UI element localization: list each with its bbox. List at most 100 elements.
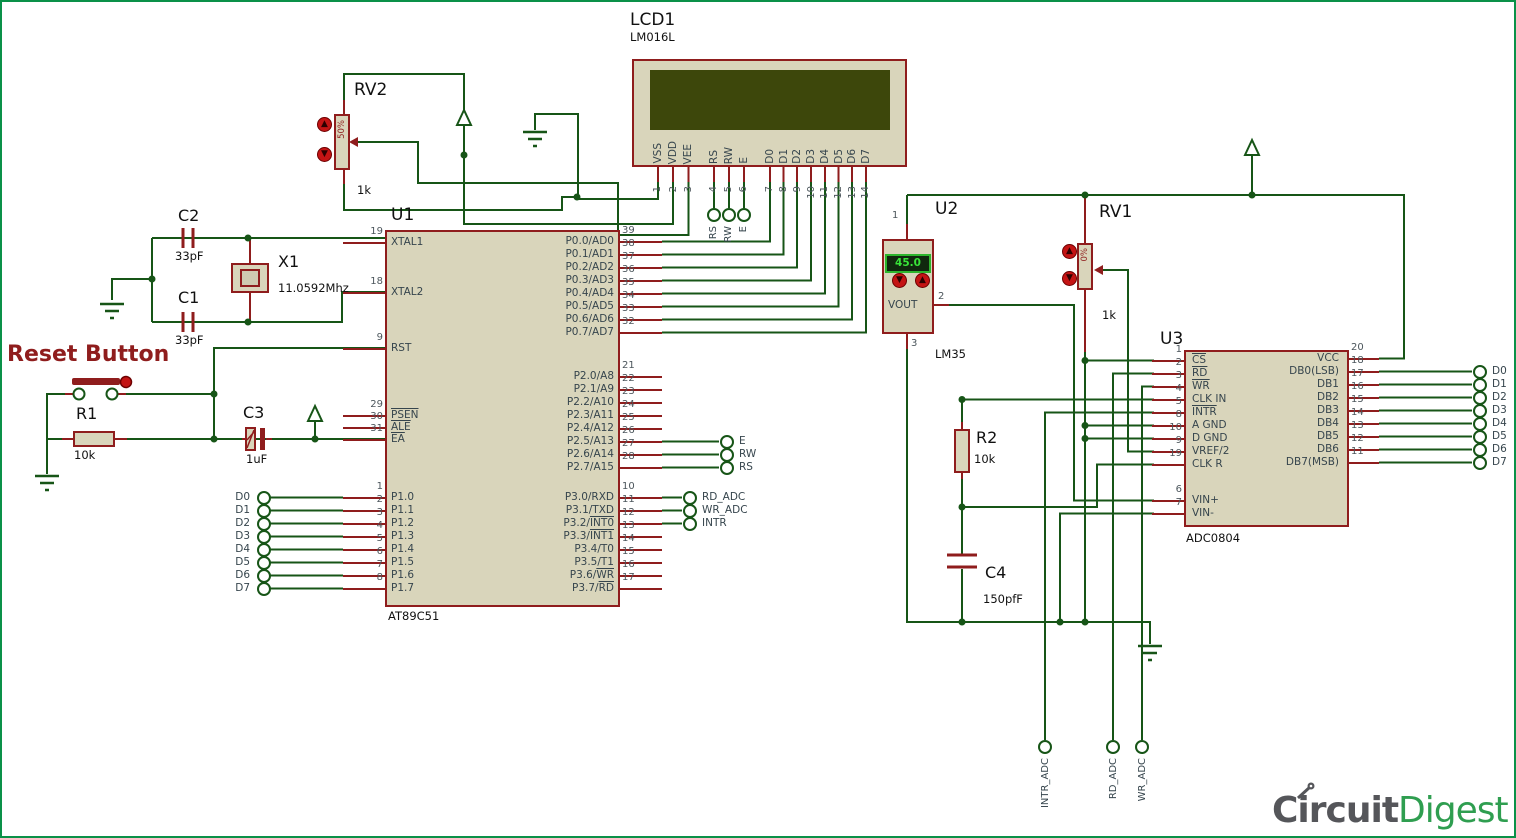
pin-row: 8 A GND bbox=[1152, 409, 1382, 432]
terminal[interactable]: D4 bbox=[220, 542, 272, 557]
lm35-increase-button[interactable]: ▲ bbox=[915, 273, 930, 288]
terminal[interactable]: D2 bbox=[1472, 390, 1514, 405]
terminal[interactable]: D7 bbox=[220, 581, 272, 596]
lcd-ctrl-terminals: RS RW E bbox=[706, 208, 751, 278]
pin-row: 18 DB0(LSB) bbox=[1154, 355, 1379, 378]
terminal[interactable]: D3 bbox=[220, 529, 272, 544]
lcd-pin: RW 5 bbox=[722, 146, 735, 193]
pin-row: 31 EA bbox=[343, 423, 620, 445]
lcd-ctrl-pins: RS 4 RW 5 E 6 bbox=[707, 120, 751, 220]
lcd-pin: RS 4 bbox=[707, 150, 720, 193]
lcd-pin: VSS 1 bbox=[651, 143, 664, 193]
lcd-ref: LCD1 bbox=[630, 10, 676, 30]
rv2-value: 1k bbox=[357, 183, 371, 197]
u1-p1-pins: 1 P1.0 2 P1.1 3 P1.2 4 P1.3 5 P1.4 6 P1.… bbox=[343, 481, 620, 595]
terminal[interactable]: RS bbox=[719, 460, 789, 475]
reset-button-label: Reset Button bbox=[7, 342, 170, 367]
terminal[interactable]: D2 bbox=[220, 516, 272, 531]
lcd-pin: D6 13 bbox=[846, 149, 859, 199]
pin-row: 35 P0.4/AD4 bbox=[385, 277, 662, 300]
rv2-wiper-arrow bbox=[349, 137, 358, 147]
pin-row: 37 P0.2/AD2 bbox=[385, 251, 662, 274]
terminal[interactable]: RW bbox=[721, 208, 736, 278]
u2-pin2-number: 2 bbox=[938, 291, 945, 302]
pin-row: 5 P1.4 bbox=[343, 533, 620, 556]
resistor-r1-symbol[interactable] bbox=[73, 431, 115, 447]
rv1-decrease-button[interactable]: ▼ bbox=[1062, 271, 1077, 286]
c2-value: 33pF bbox=[175, 249, 204, 263]
pin-row: 10 P3.0/RXD bbox=[385, 481, 662, 504]
terminal[interactable]: E bbox=[736, 208, 751, 278]
lcd-screen bbox=[650, 70, 890, 130]
ground-symbols bbox=[35, 130, 1162, 662]
pin-row: 2 RD bbox=[1152, 357, 1382, 380]
button-contact bbox=[72, 387, 86, 401]
terminal[interactable]: WR_ADC bbox=[682, 503, 762, 518]
reset-button-actuator[interactable] bbox=[119, 375, 133, 389]
resistor-r2-symbol[interactable] bbox=[954, 429, 970, 473]
reset-button-cap[interactable] bbox=[72, 378, 120, 385]
terminal[interactable]: D0 bbox=[1472, 364, 1514, 379]
u3-ref: U3 bbox=[1160, 329, 1184, 349]
rv2-ref: RV2 bbox=[354, 80, 388, 100]
pin-row: 9 VREF/2 bbox=[1152, 435, 1382, 458]
terminal[interactable]: D0 bbox=[220, 490, 272, 505]
c4-ref: C4 bbox=[985, 563, 1007, 582]
terminal[interactable]: INTR bbox=[682, 516, 762, 531]
terminal[interactable]: D4 bbox=[1472, 416, 1514, 431]
pin-row: 25 P2.4/A12 bbox=[385, 412, 662, 435]
rv2-decrease-button[interactable]: ▼ bbox=[317, 147, 332, 162]
pin-row: 19 CLK R bbox=[1152, 448, 1382, 471]
terminal[interactable]: D6 bbox=[220, 568, 272, 583]
pin-row: 24 P2.3/A11 bbox=[385, 399, 662, 422]
terminal[interactable]: D5 bbox=[220, 555, 272, 570]
mcu-u1-body[interactable] bbox=[385, 230, 620, 607]
terminal[interactable]: D1 bbox=[1472, 377, 1514, 392]
u1-ctrl-pins: 29 PSEN 30 ALE 31 EA bbox=[343, 399, 620, 445]
u1-adc-terminals: RD_ADC WR_ADC INTR bbox=[682, 490, 762, 531]
u1-pin-xtal1: 19 XTAL1 bbox=[343, 226, 620, 249]
terminal[interactable]: D6 bbox=[1472, 442, 1514, 457]
pin-row: 30 ALE bbox=[343, 411, 620, 433]
terminal[interactable]: RW bbox=[719, 447, 789, 462]
terminal[interactable]: D1 bbox=[220, 503, 272, 518]
u1-p0-pins: 39 P0.0/AD0 38 P0.1/AD1 37 P0.2/AD2 36 P… bbox=[385, 225, 662, 339]
power-arrow-icons bbox=[306, 107, 1261, 422]
lm35-decrease-button[interactable]: ▼ bbox=[892, 273, 907, 288]
pin-row: 12 P3.2/INT0 bbox=[385, 507, 662, 530]
rv1-wiper-arrow bbox=[1094, 265, 1103, 275]
pin-row: 4 CLK IN bbox=[1152, 383, 1382, 406]
rv1-increase-button[interactable]: ▲ bbox=[1062, 244, 1077, 259]
lcd-pin: D0 7 bbox=[763, 149, 776, 193]
terminal[interactable]: D5 bbox=[1472, 429, 1514, 444]
terminal[interactable]: E bbox=[719, 434, 789, 449]
lcd-pin: D7 14 bbox=[859, 149, 872, 199]
adc-u3-body[interactable] bbox=[1184, 350, 1349, 527]
pin-row: 20 VCC bbox=[1154, 342, 1379, 365]
pin-row: 13 P3.3/INT1 bbox=[385, 520, 662, 543]
pin-row: 6 P1.5 bbox=[343, 546, 620, 569]
pin-row: 16 P3.6/WR bbox=[385, 559, 662, 582]
pin-row: 13 DB5 bbox=[1154, 420, 1379, 443]
terminal[interactable]: D3 bbox=[1472, 403, 1514, 418]
c4-value: 150pfF bbox=[983, 592, 1023, 606]
component-symbols bbox=[72, 114, 1103, 473]
pot-rv1-symbol[interactable] bbox=[1077, 243, 1093, 290]
c3-value: 1uF bbox=[246, 452, 268, 466]
junction-dots bbox=[148, 151, 1256, 626]
terminal[interactable]: RD_ADC bbox=[682, 490, 762, 505]
pin-row: 29 PSEN bbox=[343, 399, 620, 421]
circuitdigest-logo: CircuitDigest bbox=[1272, 782, 1509, 831]
r2-ref: R2 bbox=[976, 428, 998, 447]
pin-row: 3 P1.2 bbox=[343, 507, 620, 530]
r2-value: 10k bbox=[974, 452, 996, 466]
terminal[interactable]: RS bbox=[706, 208, 722, 278]
lcd-pin: D5 12 bbox=[832, 149, 845, 199]
u2-part: LM35 bbox=[935, 347, 966, 361]
terminal[interactable]: D7 bbox=[1472, 455, 1514, 470]
lcd-pin: VEE 3 bbox=[682, 143, 695, 193]
rv2-increase-button[interactable]: ▲ bbox=[317, 117, 332, 132]
u3-vin-pins: 6 VIN+ 7 VIN- bbox=[1152, 484, 1382, 520]
r1-ref: R1 bbox=[76, 404, 98, 423]
